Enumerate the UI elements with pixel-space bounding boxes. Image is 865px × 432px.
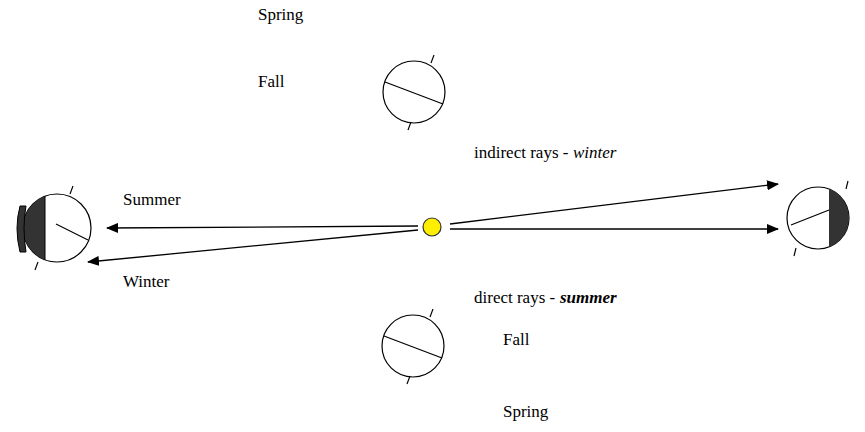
season-label: Spring [503, 402, 548, 422]
season-emphasis: winter [573, 143, 616, 163]
ray-label: direct rays - [474, 288, 555, 308]
earth-top [383, 55, 445, 130]
earth-bottom [382, 309, 444, 384]
ray-label: indirect rays - [474, 143, 568, 163]
season-label: Fall [503, 330, 529, 350]
sun [423, 218, 441, 236]
season-label: Summer [123, 190, 181, 210]
season-label: Spring [258, 5, 303, 25]
season-emphasis: summer [560, 288, 617, 308]
earth-right [787, 181, 854, 256]
season-label: Fall [258, 72, 284, 92]
season-label: Winter [123, 272, 170, 292]
earth-left [17, 186, 91, 270]
sun-rays [88, 184, 778, 262]
